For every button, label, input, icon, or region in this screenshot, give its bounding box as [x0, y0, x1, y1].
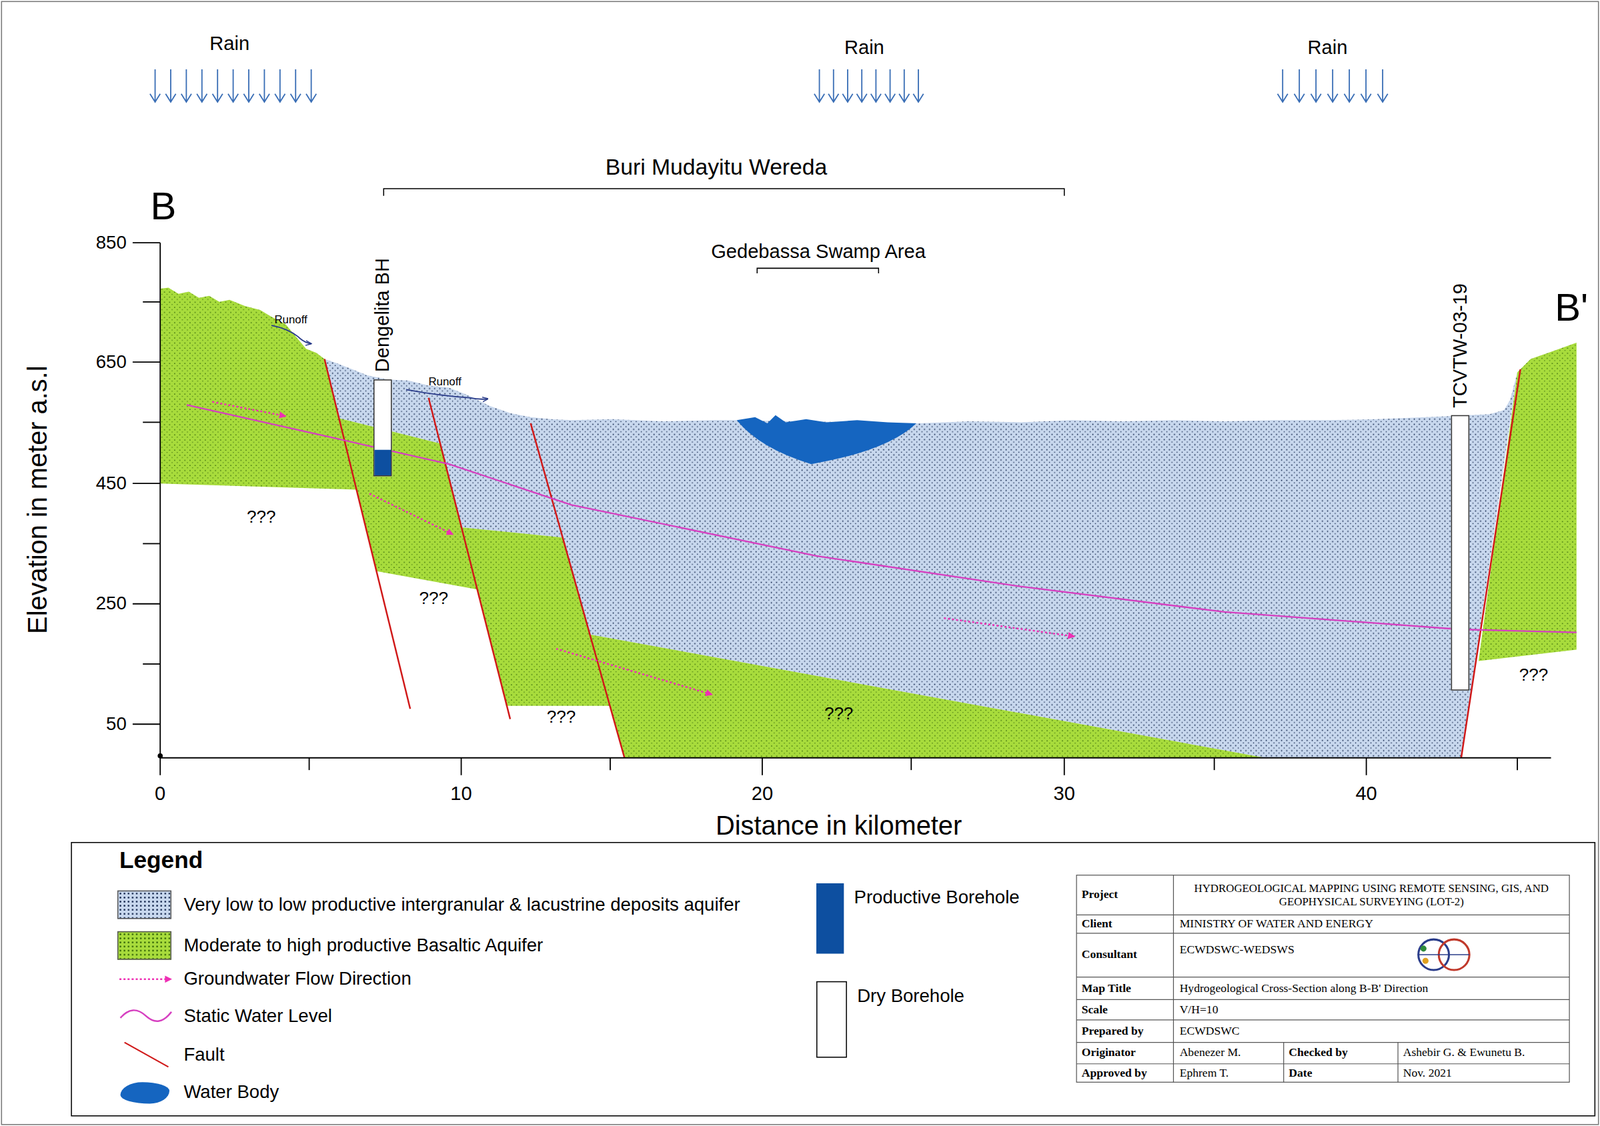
rain-arrow: [1343, 69, 1354, 103]
unknown-label: ???: [546, 707, 576, 728]
rain-arrow: [814, 69, 825, 103]
table-cell: Consultant: [1081, 948, 1138, 962]
legend-swatch: [816, 981, 848, 1059]
legend-text: Water Body: [183, 1082, 279, 1104]
table-cell: Approved by: [1081, 1066, 1148, 1080]
axis-tick: 10: [450, 782, 472, 806]
unknown-label: ???: [824, 704, 854, 725]
table-cell: ECWDSWC: [1179, 1025, 1240, 1039]
rain-arrow: [842, 69, 853, 103]
legend-text: Dry Borehole: [857, 986, 965, 1008]
borehole: Dengelita BH: [373, 379, 393, 477]
rain-arrow: [243, 69, 254, 103]
rain-arrow: [1360, 69, 1371, 103]
axis-tick: 30: [1053, 782, 1076, 806]
borehole: TCVTW-03-19: [1451, 415, 1470, 691]
axis-tick: 650: [96, 351, 127, 373]
legend-swatch: [816, 883, 844, 955]
table-cell: Scale: [1081, 1003, 1108, 1018]
rain-label: Rain: [844, 36, 885, 59]
rain-arrow: [1277, 69, 1288, 103]
area-label: Gedebassa Swamp Area: [710, 240, 926, 263]
axis-tick: 50: [106, 713, 127, 735]
table-cell: MINISTRY OF WATER AND ENERGY: [1179, 917, 1374, 932]
table-cell: Nov. 2021: [1403, 1066, 1452, 1080]
legend-swatch: [117, 931, 172, 961]
table-cell: Date: [1288, 1066, 1312, 1080]
axis-tick: 850: [96, 232, 127, 254]
legend-text: Very low to low productive intergranular…: [183, 894, 740, 916]
table-cell: ECWDSWC-WEDSWS: [1179, 943, 1295, 957]
borehole-label: TCVTW-03-19: [1448, 283, 1471, 409]
rain-arrow: [857, 69, 868, 103]
legend-text: Static Water Level: [183, 1005, 332, 1028]
rain-arrow: [212, 69, 223, 103]
table-cell: Map Title: [1081, 981, 1132, 996]
section-end-label: B: [150, 184, 177, 230]
axis-tick: 0: [154, 782, 166, 806]
table-cell: HYDROGEOLOGICAL MAPPING USING REMOTE SEN…: [1182, 881, 1560, 908]
water-column: [374, 450, 391, 476]
rain-arrow: [259, 69, 270, 103]
rain-arrow: [181, 69, 192, 103]
legend-text: Productive Borehole: [854, 887, 1020, 910]
table-cell: Abenezer M.: [1179, 1046, 1242, 1060]
rain-arrow: [196, 69, 207, 103]
table-cell: Client: [1081, 917, 1113, 932]
table-cell: Project: [1081, 888, 1118, 902]
rain-arrow: [1377, 69, 1388, 103]
axis-tick: 450: [96, 472, 127, 495]
rain-arrow: [913, 69, 924, 103]
rain-arrow: [871, 69, 882, 103]
rain-arrow: [1327, 69, 1338, 103]
rain-arrow: [885, 69, 896, 103]
rain-arrow: [306, 69, 317, 103]
unknown-label: ???: [1519, 665, 1548, 686]
axis-title: Elevation in meter a.s.l: [23, 365, 55, 634]
rain-arrow: [1294, 69, 1305, 103]
table-cell: Prepared by: [1081, 1025, 1144, 1039]
legend-swatch: [120, 1082, 170, 1104]
legend-heading: Legend: [119, 847, 203, 874]
rain-arrow: [150, 69, 161, 103]
rain-arrow: [274, 69, 285, 103]
borehole-label: Dengelita BH: [370, 258, 393, 373]
axis-title: Distance in kilometer: [715, 811, 962, 842]
rain-arrow: [899, 69, 910, 103]
unknown-label: ???: [246, 507, 276, 528]
rain-arrow: [828, 69, 839, 103]
table-cell: V/H=10: [1179, 1003, 1219, 1018]
rain-label: Rain: [1307, 36, 1348, 59]
table-cell: Ashebir G. & Ewunetu B.: [1403, 1046, 1526, 1060]
table-cell: Hydrogeological Cross-Section along B-B'…: [1179, 981, 1429, 996]
area-label: Buri Mudayitu Wereda: [605, 154, 828, 181]
rain-label: Rain: [209, 32, 250, 55]
section-end-label: B': [1554, 286, 1588, 331]
table-cell: Originator: [1081, 1046, 1136, 1060]
rain-arrow: [165, 69, 176, 103]
legend-text: Fault: [183, 1044, 225, 1066]
unknown-label: ???: [419, 588, 449, 609]
table-cell: Checked by: [1288, 1046, 1348, 1060]
axis-tick: 250: [96, 593, 127, 615]
table-cell: Ephrem T.: [1179, 1066, 1230, 1080]
axis-tick: 20: [751, 782, 773, 806]
rain-arrow: [228, 69, 239, 103]
axis-tick: 40: [1355, 782, 1377, 806]
legend-text: Moderate to high productive Basaltic Aqu…: [183, 935, 543, 957]
legend-text: Groundwater Flow Direction: [183, 969, 411, 991]
runoff-label: Runoff: [274, 312, 307, 326]
rain-arrow: [1311, 69, 1322, 103]
runoff-label: Runoff: [428, 375, 461, 389]
rain-arrow: [290, 69, 301, 103]
legend-swatch: [117, 891, 172, 920]
